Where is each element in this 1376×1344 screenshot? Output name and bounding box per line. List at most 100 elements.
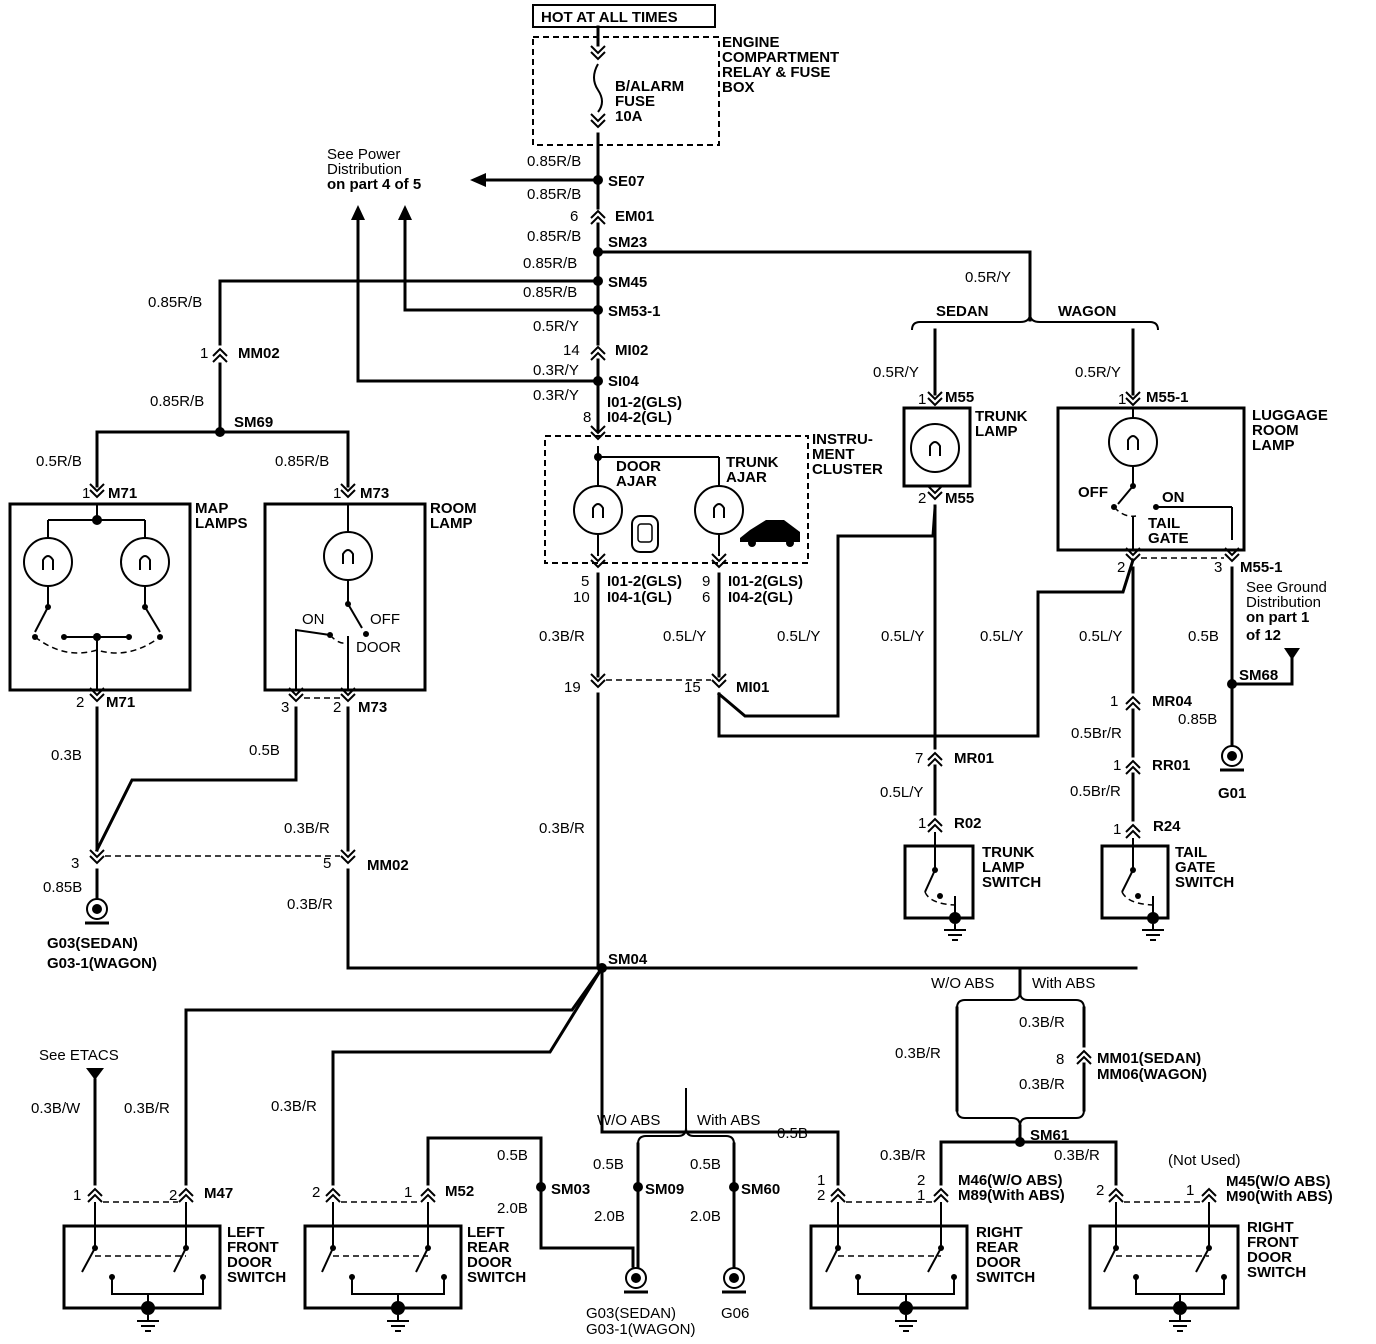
svg-text:2: 2 (312, 1184, 320, 1201)
svg-text:LAMP: LAMP (1252, 437, 1295, 454)
svg-text:Distribution: Distribution (327, 161, 402, 178)
svg-text:SWITCH: SWITCH (976, 1269, 1035, 1286)
svg-text:I04-1(GL): I04-1(GL) (607, 589, 672, 606)
svg-text:0.3B/R: 0.3B/R (539, 628, 585, 645)
fuse-label-2: FUSE (615, 93, 655, 110)
svg-text:ROOM: ROOM (1252, 422, 1299, 439)
svg-text:0.5L/Y: 0.5L/Y (1079, 628, 1122, 645)
svg-text:0.3B/R: 0.3B/R (1019, 1076, 1065, 1093)
svg-text:SM09: SM09 (645, 1181, 684, 1198)
svg-text:Distribution: Distribution (1246, 594, 1321, 611)
svg-text:LAMP: LAMP (975, 423, 1018, 440)
svg-text:2.0B: 2.0B (594, 1208, 625, 1225)
svg-text:of 12: of 12 (1246, 627, 1281, 644)
svg-text:0.3B/R: 0.3B/R (271, 1098, 317, 1115)
luggage-room-lamp-box (1056, 406, 1246, 552)
svg-text:With ABS: With ABS (1032, 975, 1095, 992)
svg-text:AJAR: AJAR (616, 473, 657, 490)
svg-text:TRUNK: TRUNK (726, 454, 779, 471)
svg-text:0.3B/R: 0.3B/R (287, 896, 333, 913)
door-car-icon (631, 515, 659, 553)
svg-text:0.3B/W: 0.3B/W (31, 1100, 81, 1117)
svg-text:9: 9 (702, 573, 710, 590)
svg-text:I01-2(GLS): I01-2(GLS) (728, 573, 803, 590)
svg-text:2: 2 (76, 694, 84, 711)
svg-text:TRUNK: TRUNK (982, 844, 1035, 861)
svg-text:See Ground: See Ground (1246, 579, 1327, 596)
svg-text:MM02: MM02 (238, 345, 280, 362)
svg-text:W/O ABS: W/O ABS (931, 975, 994, 992)
svg-text:I04-2(GL): I04-2(GL) (607, 409, 672, 426)
svg-text:LUGGAGE: LUGGAGE (1252, 407, 1328, 424)
svg-text:MM01(SEDAN): MM01(SEDAN) (1097, 1050, 1201, 1067)
svg-text:1: 1 (817, 1172, 825, 1189)
svg-text:SM23: SM23 (608, 234, 647, 251)
svg-text:R24: R24 (1153, 818, 1181, 835)
svg-text:SWITCH: SWITCH (467, 1269, 526, 1286)
svg-text:WAGON: WAGON (1058, 303, 1116, 320)
svg-text:OFF: OFF (370, 611, 400, 628)
svg-text:SWITCH: SWITCH (227, 1269, 286, 1286)
svg-text:6: 6 (702, 589, 710, 606)
svg-text:TRUNK: TRUNK (975, 408, 1028, 425)
fuse-icon (593, 63, 603, 113)
fuse-label-1: B/ALARM (615, 78, 684, 95)
svg-text:SEDAN: SEDAN (936, 303, 989, 320)
svg-text:See Power: See Power (327, 146, 400, 163)
svg-text:OFF: OFF (1078, 484, 1108, 501)
svg-text:G03(SEDAN): G03(SEDAN) (586, 1305, 676, 1322)
svg-text:G01: G01 (1218, 785, 1246, 802)
svg-text:MR01: MR01 (954, 750, 994, 767)
arrow-up-2 (398, 205, 412, 220)
svg-text:6: 6 (570, 208, 578, 225)
tail-gate-switch-box (1100, 844, 1170, 920)
svg-text:0.5L/Y: 0.5L/Y (880, 784, 923, 801)
svg-text:1: 1 (918, 391, 926, 408)
ground-g06-icon (720, 1266, 748, 1294)
svg-text:M89(With ABS): M89(With ABS) (958, 1187, 1065, 1204)
svg-text:0.3B/R: 0.3B/R (539, 820, 585, 837)
trunk-lamp-box (902, 406, 972, 488)
svg-text:SM69: SM69 (234, 414, 273, 431)
svg-text:G03-1(WAGON): G03-1(WAGON) (47, 955, 157, 972)
rf-door-ground-icon (1168, 1314, 1192, 1332)
svg-text:REAR: REAR (467, 1239, 510, 1256)
svg-text:FRONT: FRONT (227, 1239, 279, 1256)
svg-text:8: 8 (1056, 1051, 1064, 1068)
luggage-lamp-icon (1108, 417, 1158, 467)
svg-text:0.5L/Y: 0.5L/Y (777, 628, 820, 645)
right-front-door-switch-box (1088, 1224, 1240, 1310)
svg-text:G06: G06 (721, 1305, 749, 1322)
svg-text:M52: M52 (445, 1183, 474, 1200)
svg-text:G03-1(WAGON): G03-1(WAGON) (586, 1321, 695, 1338)
svg-text:8: 8 (583, 409, 591, 426)
fuse-box-title-2: COMPARTMENT (722, 49, 839, 66)
svg-text:LEFT: LEFT (467, 1224, 505, 1241)
svg-text:1: 1 (333, 485, 341, 502)
svg-text:0.85B: 0.85B (43, 879, 82, 896)
svg-text:SM61: SM61 (1030, 1127, 1069, 1144)
map-lamps-box (8, 502, 192, 692)
connector-em01-label: EM01 (615, 208, 654, 225)
svg-text:I04-2(GL): I04-2(GL) (728, 589, 793, 606)
tail-gate-switch-ground-icon (1141, 923, 1165, 941)
svg-text:GATE: GATE (1175, 859, 1216, 876)
svg-text:CLUSTER: CLUSTER (812, 461, 883, 478)
svg-text:LAMP: LAMP (430, 515, 473, 532)
ground-g01-icon (1218, 744, 1246, 772)
trunk-car-icon (740, 520, 800, 547)
svg-text:I01-2(GLS): I01-2(GLS) (607, 394, 682, 411)
svg-text:M73: M73 (360, 485, 389, 502)
trunk-ajar-lamp-icon (694, 485, 744, 535)
arrow-power-dist (470, 173, 486, 187)
svg-text:SM60: SM60 (741, 1181, 780, 1198)
svg-text:15: 15 (684, 679, 701, 696)
svg-text:3: 3 (1214, 559, 1222, 576)
svg-text:on part 1: on part 1 (1246, 609, 1309, 626)
svg-text:DOOR: DOOR (227, 1254, 272, 1271)
svg-text:M55: M55 (945, 389, 974, 406)
room-lamp-box (263, 502, 427, 692)
svg-text:2.0B: 2.0B (497, 1200, 528, 1217)
right-rear-door-switch-box (809, 1224, 969, 1310)
